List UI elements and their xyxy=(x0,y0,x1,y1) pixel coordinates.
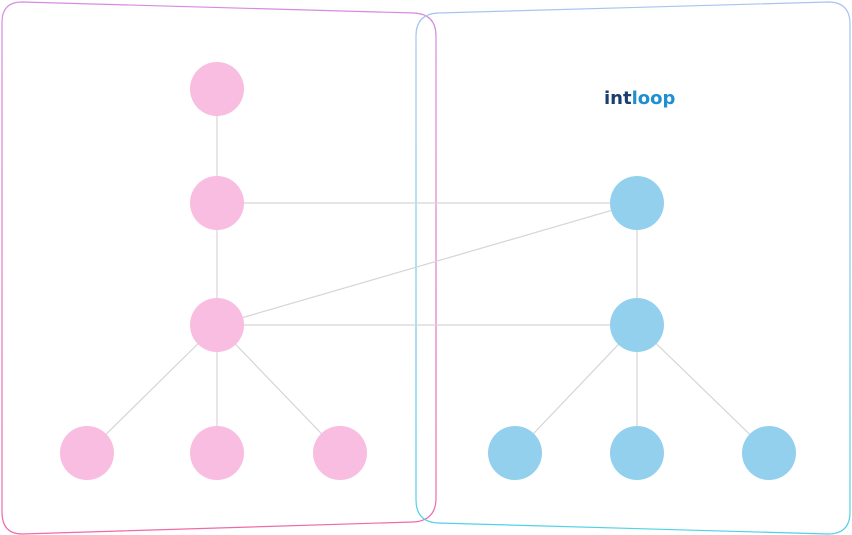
node-L5 xyxy=(190,426,244,480)
edge-R2-R3 xyxy=(514,324,638,454)
nodes-layer xyxy=(60,62,796,480)
node-L6 xyxy=(313,426,367,480)
node-L1 xyxy=(190,62,244,116)
node-R5 xyxy=(742,426,796,480)
node-R1 xyxy=(610,176,664,230)
node-L3 xyxy=(190,298,244,352)
node-L4 xyxy=(60,426,114,480)
intloop-logo: intloop xyxy=(604,88,675,109)
edges-layer xyxy=(86,89,770,454)
node-R2 xyxy=(610,298,664,352)
left-group-frame xyxy=(1,1,437,535)
edge-L3-L4 xyxy=(86,324,218,454)
right-group-frame xyxy=(415,1,851,535)
edge-L3-R1 xyxy=(216,202,638,326)
node-R4 xyxy=(610,426,664,480)
edge-R2-R5 xyxy=(636,324,770,454)
logo-text-loop: loop xyxy=(632,88,676,109)
node-L2 xyxy=(190,176,244,230)
logo-text-int: int xyxy=(604,88,632,109)
node-R3 xyxy=(488,426,542,480)
edge-L3-L6 xyxy=(216,324,341,454)
